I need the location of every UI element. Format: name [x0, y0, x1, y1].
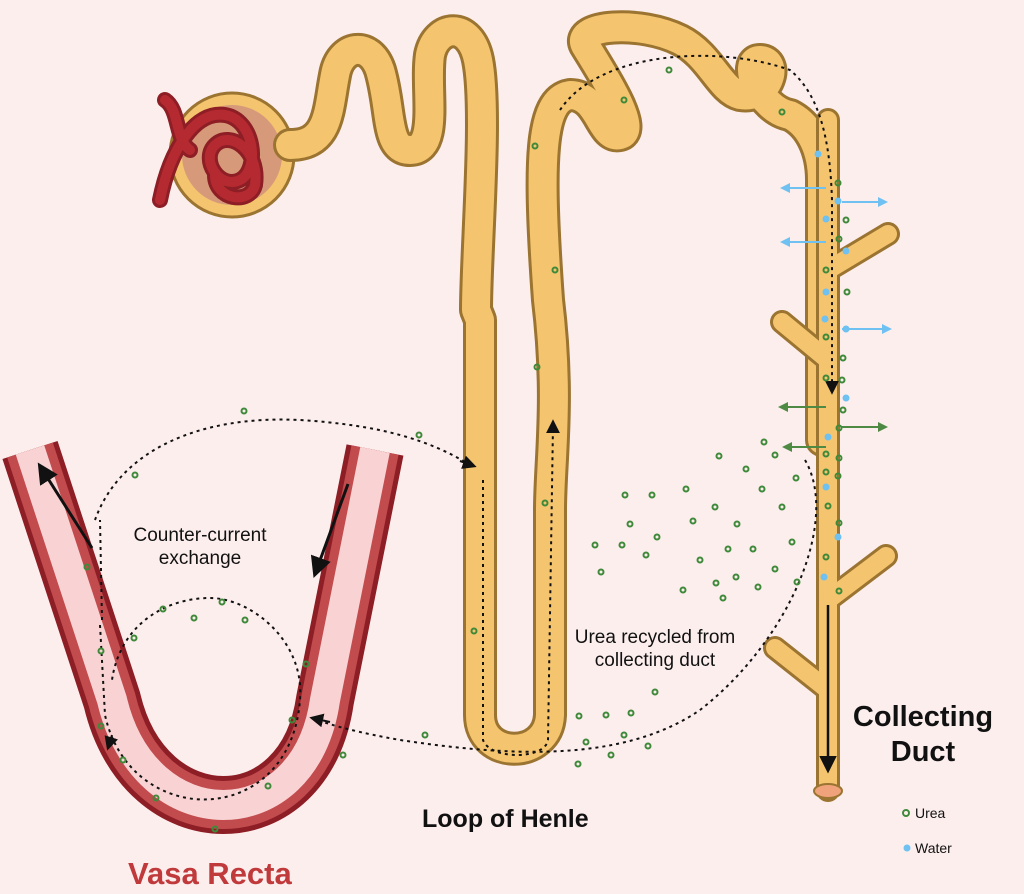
- water-particles: [814, 150, 850, 581]
- counter-current-label: Counter-current exchange: [133, 525, 267, 569]
- vasa-up-arrow: [37, 462, 94, 549]
- glomerulus: [152, 91, 296, 219]
- vasa-recta: [2, 440, 404, 834]
- collecting-duct-label: Collecting Duct: [852, 701, 994, 768]
- urea-recycling-paths: [94, 418, 818, 753]
- legend-water-label: Water: [915, 840, 952, 856]
- legend-urea-swatch: [902, 809, 910, 817]
- collecting-duct: [763, 108, 900, 802]
- legend-water: Water: [903, 840, 952, 856]
- vasa-down-arrow: [310, 483, 350, 578]
- urea-arrows: [778, 402, 888, 452]
- flow-arrows: [482, 54, 839, 774]
- legend-urea-label: Urea: [915, 805, 946, 821]
- legend-urea: Urea: [903, 805, 945, 821]
- legend-water-swatch: [903, 844, 911, 852]
- loop-of-henle-label: Loop of Henle: [422, 805, 589, 833]
- urea-particles: [83, 66, 851, 833]
- vasa-recta-label: Vasa Recta: [128, 856, 292, 891]
- water-arrows: [780, 183, 892, 334]
- vasa-dotted-loop: [99, 596, 302, 801]
- urea-recycled-label: Urea recycled from collecting duct: [574, 627, 736, 671]
